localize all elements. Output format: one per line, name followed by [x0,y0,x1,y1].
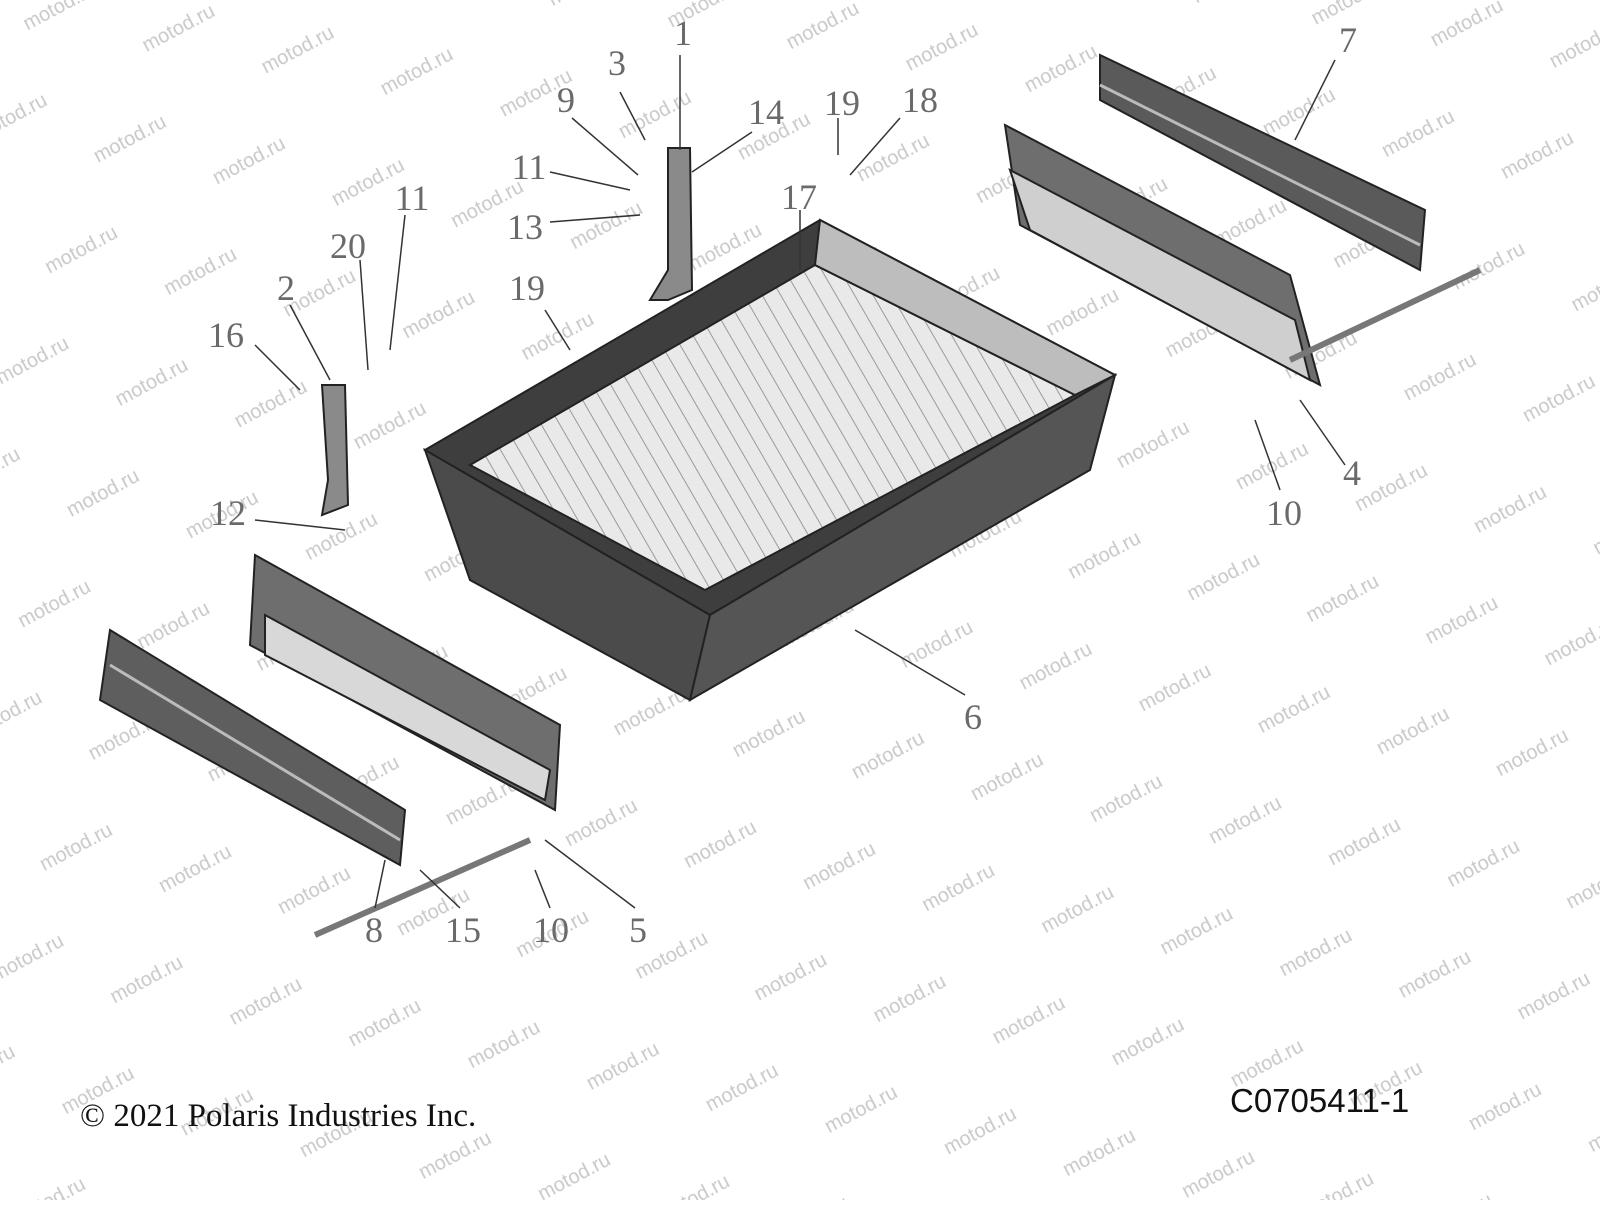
rear-bumper [1099,53,1427,272]
bracket-left [320,384,350,517]
callout-4: 4 [1343,453,1361,493]
callout-18: 18 [902,80,938,120]
callout-3: 3 [608,43,626,83]
callout-15: 15 [445,910,481,950]
rod-rear [1288,267,1482,363]
rear-panel [1003,123,1322,387]
bracket-right [648,147,694,301]
callout-6: 6 [964,697,982,737]
drawing-code: C0705411-1 [1230,1082,1410,1119]
front-panel [248,553,562,812]
callout-5: 5 [629,910,647,950]
callout-8: 8 [365,910,383,950]
front-bumper [98,628,407,867]
callout-17: 17 [781,177,817,217]
callout-11-left: 11 [394,178,430,218]
copyright-text: © 2021 Polaris Industries Inc. [80,1098,477,1134]
callout-20: 20 [330,226,366,266]
callout-1: 1 [674,13,692,53]
rod-front [313,837,532,938]
cargo-box [423,218,1118,703]
callout-16: 16 [208,315,244,355]
callout-12: 12 [210,493,246,533]
callout-10-right: 10 [1266,493,1302,533]
callout-13: 13 [507,207,543,247]
callout-7: 7 [1339,20,1357,60]
callout-19-top: 19 [824,83,860,123]
callout-11-top: 11 [511,147,547,187]
callout-19-left: 19 [509,268,545,308]
callout-10-front: 10 [533,910,569,950]
callout-9: 9 [557,80,575,120]
callout-14: 14 [748,92,784,132]
callout-2: 2 [277,268,295,308]
leader-lines [254,55,1346,909]
